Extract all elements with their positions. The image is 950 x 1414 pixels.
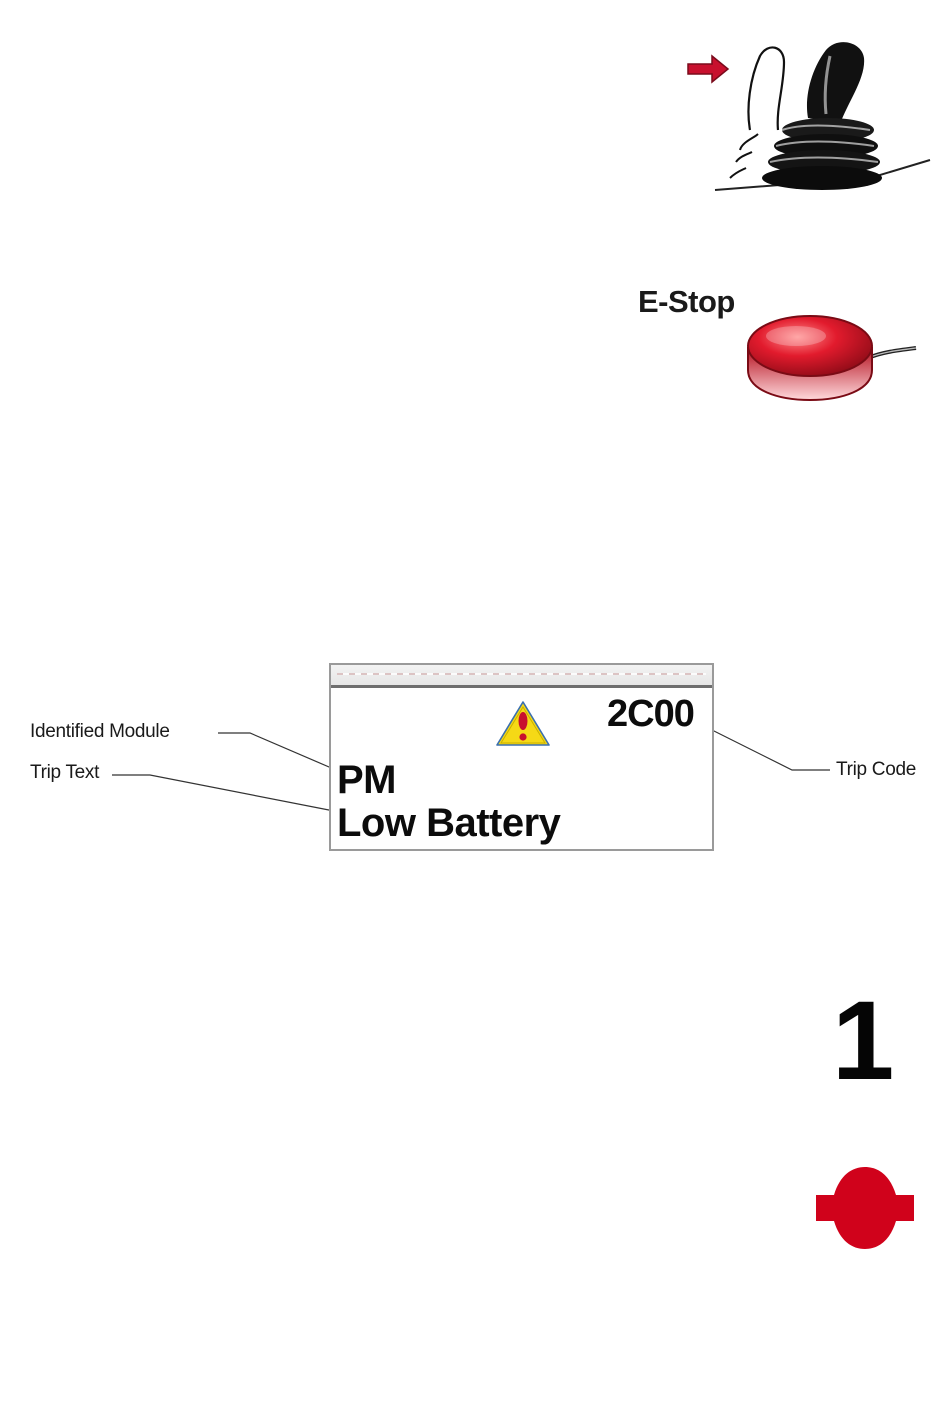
trip-text: Low Battery <box>337 801 560 846</box>
estop-label: E-Stop <box>638 284 735 320</box>
callout-trip-code: Trip Code <box>836 759 916 781</box>
lcd-status-bar <box>331 665 712 688</box>
e-stop-button-icon <box>740 300 920 404</box>
module-name: PM <box>337 758 396 803</box>
warning-triangle-icon <box>494 699 552 749</box>
callout-trip-text: Trip Text <box>30 762 99 784</box>
joystick-push-icon <box>680 38 935 196</box>
stop-sign-icon <box>814 1165 916 1251</box>
trip-code: 2C00 <box>607 693 694 736</box>
step-number: 1 <box>832 985 894 1097</box>
callout-identified-module: Identified Module <box>30 721 170 743</box>
